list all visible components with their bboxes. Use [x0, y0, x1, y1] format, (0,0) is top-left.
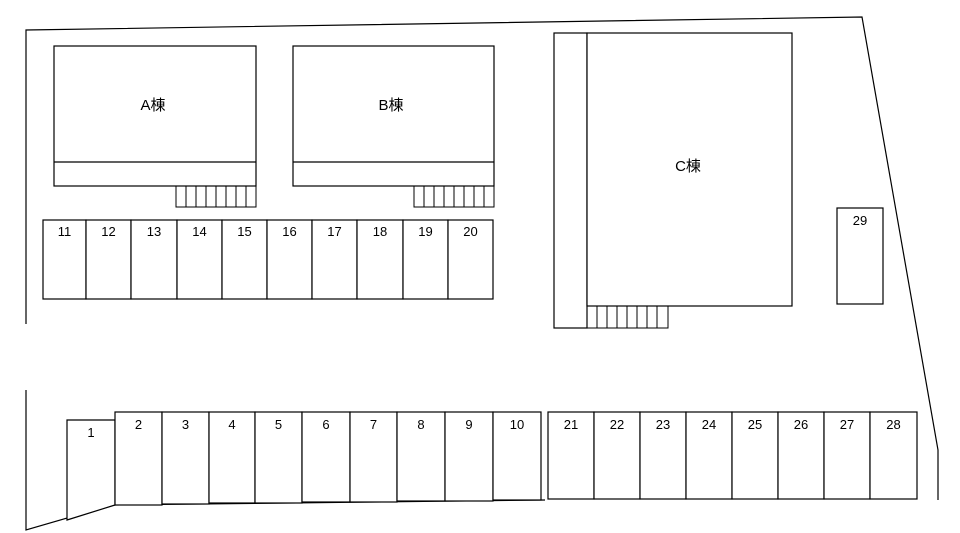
- building-a-label: A棟: [140, 97, 165, 114]
- parking-space-label: 15: [237, 224, 251, 239]
- parking-space-label: 3: [182, 417, 189, 432]
- parking-space-label: 17: [327, 224, 341, 239]
- parking-row-middle: 11 12 13 14 15 16 17 18 19 20: [42, 219, 494, 300]
- parking-space-10[interactable]: 10: [492, 411, 542, 501]
- parking-space-label: 16: [282, 224, 296, 239]
- parking-space-14[interactable]: 14: [176, 219, 223, 300]
- parking-space-13[interactable]: 13: [130, 219, 178, 300]
- parking-space-4[interactable]: 4: [208, 411, 256, 504]
- parking-space-15[interactable]: 15: [221, 219, 268, 300]
- parking-space-25[interactable]: 25: [731, 411, 779, 500]
- parking-space-29[interactable]: 29: [836, 207, 884, 305]
- building-b[interactable]: B棟: [292, 45, 495, 208]
- parking-space-label: 9: [465, 417, 472, 432]
- parking-space-19[interactable]: 19: [402, 219, 449, 300]
- parking-space-label: 25: [748, 417, 762, 432]
- parking-space-12[interactable]: 12: [85, 219, 132, 300]
- parking-space-22[interactable]: 22: [593, 411, 641, 500]
- building-c-stairs: [586, 305, 669, 329]
- parking-space-18[interactable]: 18: [356, 219, 404, 300]
- parking-space-label: 23: [656, 417, 670, 432]
- parking-space-label: 10: [510, 417, 524, 432]
- parking-space-label: 13: [147, 224, 161, 239]
- parking-space-label: 7: [370, 417, 377, 432]
- parking-space-7[interactable]: 7: [349, 411, 398, 503]
- parking-space-6[interactable]: 6: [301, 411, 351, 503]
- parking-space-3[interactable]: 3: [161, 411, 210, 505]
- parking-row-bottom-left: 1 2 3 4 5 6 7 8 9 10: [66, 411, 542, 521]
- parking-space-label: 26: [794, 417, 808, 432]
- building-a[interactable]: A棟: [53, 45, 257, 208]
- parking-space-5[interactable]: 5: [254, 411, 303, 504]
- parking-space-label: 2: [135, 417, 142, 432]
- parking-space-label: 28: [886, 417, 900, 432]
- parking-space-label: 8: [417, 417, 424, 432]
- parking-space-11[interactable]: 11: [42, 219, 87, 300]
- parking-space-27[interactable]: 27: [823, 411, 871, 500]
- parking-space-1[interactable]: 1: [66, 419, 116, 521]
- parking-space-label: 1: [87, 425, 94, 440]
- building-b-label: B棟: [378, 97, 403, 114]
- parking-space-label: 5: [275, 417, 282, 432]
- parking-space-label: 6: [322, 417, 329, 432]
- parking-space-9[interactable]: 9: [444, 411, 494, 502]
- parking-space-label: 12: [101, 224, 115, 239]
- parking-space-16[interactable]: 16: [266, 219, 313, 300]
- parking-space-label: 27: [840, 417, 854, 432]
- parking-row-bottom-right: 21 22 23 24 25 26 27 28: [547, 411, 918, 500]
- parking-space-label: 19: [418, 224, 432, 239]
- parking-space-17[interactable]: 17: [311, 219, 358, 300]
- building-a-stairs: [175, 185, 257, 208]
- building-b-stairs: [413, 185, 495, 208]
- parking-space-26[interactable]: 26: [777, 411, 825, 500]
- parking-space-label: 29: [853, 213, 867, 228]
- parking-space-21[interactable]: 21: [547, 411, 595, 500]
- parking-space-2[interactable]: 2: [114, 411, 163, 506]
- building-c[interactable]: C棟: [553, 32, 793, 329]
- parking-space-label: 14: [192, 224, 206, 239]
- building-c-label: C棟: [675, 158, 701, 175]
- parking-space-24[interactable]: 24: [685, 411, 733, 500]
- parking-space-20[interactable]: 20: [447, 219, 494, 300]
- parking-space-23[interactable]: 23: [639, 411, 687, 500]
- parking-space-label: 4: [228, 417, 235, 432]
- parking-space-label: 20: [463, 224, 477, 239]
- parking-space-label: 21: [564, 417, 578, 432]
- parking-space-label: 11: [58, 224, 72, 239]
- parking-space-label: 18: [373, 224, 387, 239]
- parking-space-label: 24: [702, 417, 716, 432]
- parking-space-8[interactable]: 8: [396, 411, 446, 502]
- parking-space-28[interactable]: 28: [869, 411, 918, 500]
- parking-space-label: 22: [610, 417, 624, 432]
